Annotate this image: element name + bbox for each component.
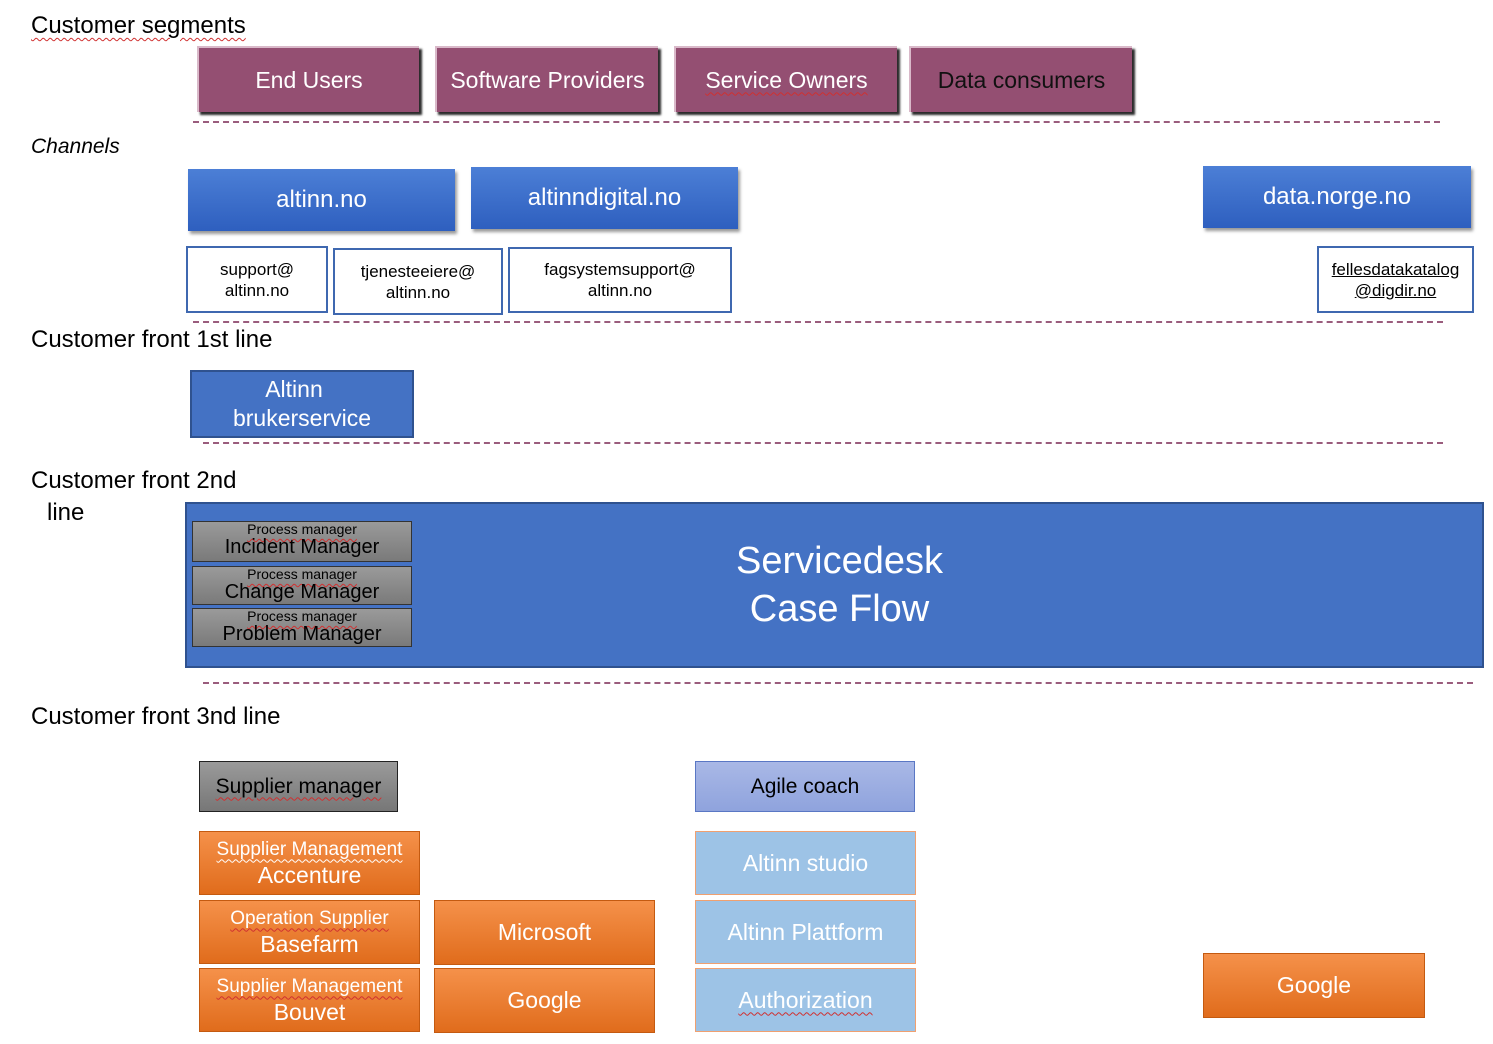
email-line-1: fagsystemsupport@	[544, 260, 696, 279]
process-manager-problem[interactable]: Process manager Problem Manager	[192, 608, 412, 647]
email-fellesdatakatalog[interactable]: fellesdatakatalog @digdir.no	[1317, 246, 1474, 313]
servicedesk-line-2: Case Flow	[749, 588, 930, 630]
email-line-2: altinn.no	[224, 280, 290, 300]
platform-altinn-studio[interactable]: Altinn studio	[695, 831, 916, 895]
divider	[203, 442, 1443, 444]
process-manager-incident[interactable]: Process manager Incident Manager	[192, 521, 412, 562]
process-manager-change[interactable]: Process manager Change Manager	[192, 566, 412, 605]
platform-authorization[interactable]: Authorization	[695, 968, 916, 1032]
section-second-line-cont: line	[47, 499, 85, 526]
supplier-name: Bouvet	[273, 998, 346, 1025]
pm-role: Process manager	[247, 521, 357, 537]
channel-data-norge-no[interactable]: data.norge.no	[1203, 166, 1471, 228]
section-channels: Channels	[31, 135, 120, 158]
email-support[interactable]: support@ altinn.no	[186, 246, 328, 313]
segment-software-providers[interactable]: Software Providers	[435, 46, 658, 112]
email-line-1: fellesdatakatalog	[1331, 259, 1460, 279]
segment-data-consumers[interactable]: Data consumers	[909, 46, 1132, 112]
channel-altinndigital-no[interactable]: altinndigital.no	[471, 167, 738, 229]
section-first-line: Customer front 1st line	[31, 326, 273, 353]
supplier-name: Basefarm	[260, 930, 359, 957]
altinn-brukerservice-box[interactable]: Altinn brukerservice	[190, 370, 414, 438]
servicedesk-line-1: Servicedesk	[736, 540, 943, 582]
supplier-role: Supplier Management	[216, 975, 403, 997]
pm-role: Process manager	[247, 608, 357, 624]
supplier-role: Operation Supplier	[230, 907, 389, 929]
email-tjenesteeiere[interactable]: tjenesteeiere@ altinn.no	[333, 248, 503, 315]
email-line-2: @digdir.no	[1354, 280, 1437, 300]
pm-title: Incident Manager	[224, 536, 380, 558]
email-line-2: altinn.no	[587, 281, 653, 300]
supplier-manager-box[interactable]: Supplier manager	[199, 761, 398, 812]
vendor-microsoft[interactable]: Microsoft	[434, 900, 655, 965]
segment-end-users[interactable]: End Users	[197, 46, 419, 112]
supplier-basefarm[interactable]: Operation Supplier Basefarm	[199, 900, 420, 964]
supplier-manager-label: Supplier manager	[215, 774, 382, 798]
email-line-1: support@	[220, 259, 294, 279]
email-line-1: tjenesteeiere@	[360, 261, 476, 281]
segment-service-owners[interactable]: Service Owners	[674, 46, 897, 112]
channel-altinn-no[interactable]: altinn.no	[188, 169, 455, 231]
box-line-1: Altinn	[265, 376, 323, 402]
supplier-role: Supplier Management	[216, 838, 403, 860]
section-third-line: Customer front 3nd line	[31, 703, 281, 730]
section-label-text: Customer segments	[31, 12, 246, 39]
agile-coach-label: Agile coach	[750, 774, 860, 798]
box-line-2: brukerservice	[232, 405, 372, 431]
divider	[203, 682, 1473, 684]
pm-role: Process manager	[247, 566, 357, 582]
platform-label: Authorization	[738, 986, 873, 1013]
pm-title: Change Manager	[224, 581, 380, 603]
supplier-name: Accenture	[257, 861, 362, 888]
supplier-accenture[interactable]: Supplier Management Accenture	[199, 831, 420, 895]
section-second-line: Customer front 2nd	[31, 467, 237, 494]
divider	[193, 121, 1440, 123]
email-line-2: altinn.no	[385, 282, 451, 302]
pm-title: Problem Manager	[222, 623, 382, 645]
segment-label: Service Owners	[705, 66, 868, 93]
email-fagsystemsupport[interactable]: fagsystemsupport@ altinn.no	[508, 247, 732, 313]
supplier-bouvet[interactable]: Supplier Management Bouvet	[199, 968, 420, 1032]
google-right-box[interactable]: Google	[1203, 953, 1425, 1018]
vendor-google[interactable]: Google	[434, 968, 655, 1033]
divider	[193, 321, 1443, 323]
platform-altinn-plattform[interactable]: Altinn Plattform	[695, 900, 916, 964]
section-customer-segments: Customer segments	[31, 11, 246, 41]
agile-coach-box[interactable]: Agile coach	[695, 761, 915, 812]
